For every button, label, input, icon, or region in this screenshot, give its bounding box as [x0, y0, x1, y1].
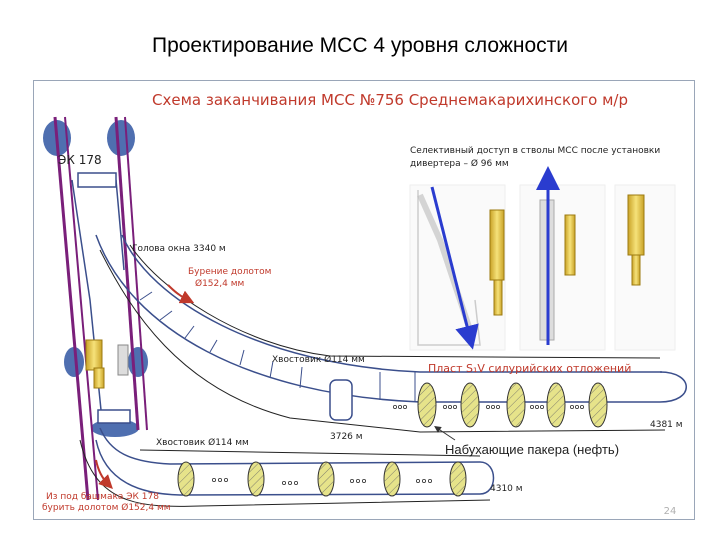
slide-title: Проектирование МСС 4 уровня сложности [151, 34, 569, 57]
label-swelling-packers: Набухающие пакера (нефть) [445, 442, 620, 457]
label-liner-upper: Хвостовик Ø114 мм [272, 355, 365, 365]
label-drilling-shoe-2: бурить долотом Ø152,4 мм [42, 503, 171, 513]
casing-ek178 [53, 116, 148, 501]
selective-access-inset [409, 166, 676, 351]
label-drilling-shoe-1: Из под башмака ЭК 178 [46, 492, 159, 502]
label-window-top: Голова окна 3340 м [132, 244, 226, 254]
packer-pointer [434, 426, 456, 441]
label-casing: ЭК 178 [58, 153, 102, 167]
label-formation: Пласт S₁V силурийских отложений [428, 362, 632, 375]
label-drilling-top-1: Бурение долотом [188, 267, 272, 277]
label-selective-access-2: дивертера – Ø 96 мм [410, 159, 509, 169]
label-depth-4381: 4381 м [650, 420, 683, 430]
drilling-arrow-bottom [95, 459, 113, 489]
label-depth-4310: 4310 м [490, 484, 523, 494]
diagram-frame [33, 80, 695, 520]
upper-lateral [95, 234, 687, 433]
inner-tube [71, 172, 131, 424]
label-liner-lower: Хвостовик Ø114 мм [156, 438, 249, 448]
upper-packers [392, 382, 608, 428]
lower-lateral [79, 427, 495, 507]
label-drilling-top-2: Ø152,4 мм [195, 279, 245, 289]
diagram-subtitle: Схема заканчивания МСС №756 Среднемакари… [151, 91, 629, 109]
page-number: 24 [664, 506, 677, 517]
label-selective-access-1: Селективный доступ в стволы МСС после ус… [410, 146, 661, 156]
label-depth-3726: 3726 м [330, 432, 363, 442]
drilling-arrow-top [167, 284, 195, 304]
diverter-tool [85, 339, 129, 389]
